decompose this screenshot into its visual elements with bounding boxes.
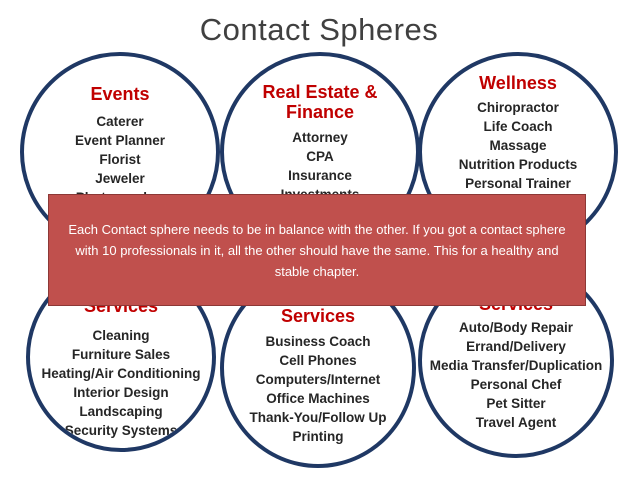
sphere-item: Chiropractor — [477, 100, 559, 115]
sphere-items: Business Coach Cell Phones Computers/Int… — [224, 332, 412, 446]
sphere-items: Auto/Body Repair Errand/Delivery Media T… — [422, 318, 610, 432]
sphere-item: Life Coach — [483, 119, 553, 134]
sphere-title: Real Estate & Finance — [262, 82, 378, 122]
sphere-items: Attorney CPA Insurance Investments — [224, 128, 416, 204]
info-banner: Each Contact sphere needs to be in balan… — [48, 194, 586, 306]
sphere-item: Event Planner — [74, 133, 166, 148]
sphere-items: Chiropractor Life Coach Massage Nutritio… — [422, 98, 614, 193]
sphere-item: Cell Phones — [279, 353, 357, 368]
sphere-item: Media Transfer/Duplication — [429, 358, 603, 373]
sphere-item: Travel Agent — [475, 415, 557, 430]
sphere-items: Caterer Event Planner Florist Jeweler Ph… — [24, 112, 216, 207]
sphere-item: Landscaping — [79, 404, 163, 419]
sphere-item: Thank-You/Follow Up — [249, 410, 387, 425]
sphere-title: Services — [280, 306, 356, 326]
sphere-title: Events — [90, 84, 150, 104]
sphere-items: Cleaning Furniture Sales Heating/Air Con… — [30, 326, 212, 440]
sphere-item: Security Systems — [64, 423, 178, 438]
sphere-item: Insurance — [288, 168, 352, 183]
sphere-item: Nutrition Products — [458, 157, 578, 172]
sphere-item: Computers/Internet — [255, 372, 381, 387]
sphere-item: Attorney — [292, 130, 348, 145]
sphere-item: Business Coach — [265, 334, 371, 349]
sphere-item: Personal Chef — [470, 377, 562, 392]
sphere-item: Printing — [292, 429, 344, 444]
sphere-item: Pet Sitter — [486, 396, 546, 411]
sphere-item: Massage — [489, 138, 547, 153]
sphere-item: Auto/Body Repair — [458, 320, 573, 335]
sphere-item: Florist — [99, 152, 141, 167]
sphere-item: Personal Trainer — [465, 176, 571, 191]
sphere-item: Heating/Air Conditioning — [41, 366, 201, 381]
sphere-item: CPA — [306, 149, 334, 164]
sphere-item: Furniture Sales — [71, 347, 171, 362]
sphere-item: Jeweler — [95, 171, 145, 186]
banner-text: Each Contact sphere needs to be in balan… — [68, 221, 566, 279]
sphere-item: Errand/Delivery — [466, 339, 566, 354]
sphere-item: Office Machines — [266, 391, 370, 406]
sphere-item: Interior Design — [73, 385, 169, 400]
slide-title: Contact Spheres — [199, 12, 439, 47]
sphere-title: Wellness — [479, 73, 557, 93]
sphere-item: Cleaning — [92, 328, 150, 343]
sphere-item: Caterer — [96, 114, 144, 129]
